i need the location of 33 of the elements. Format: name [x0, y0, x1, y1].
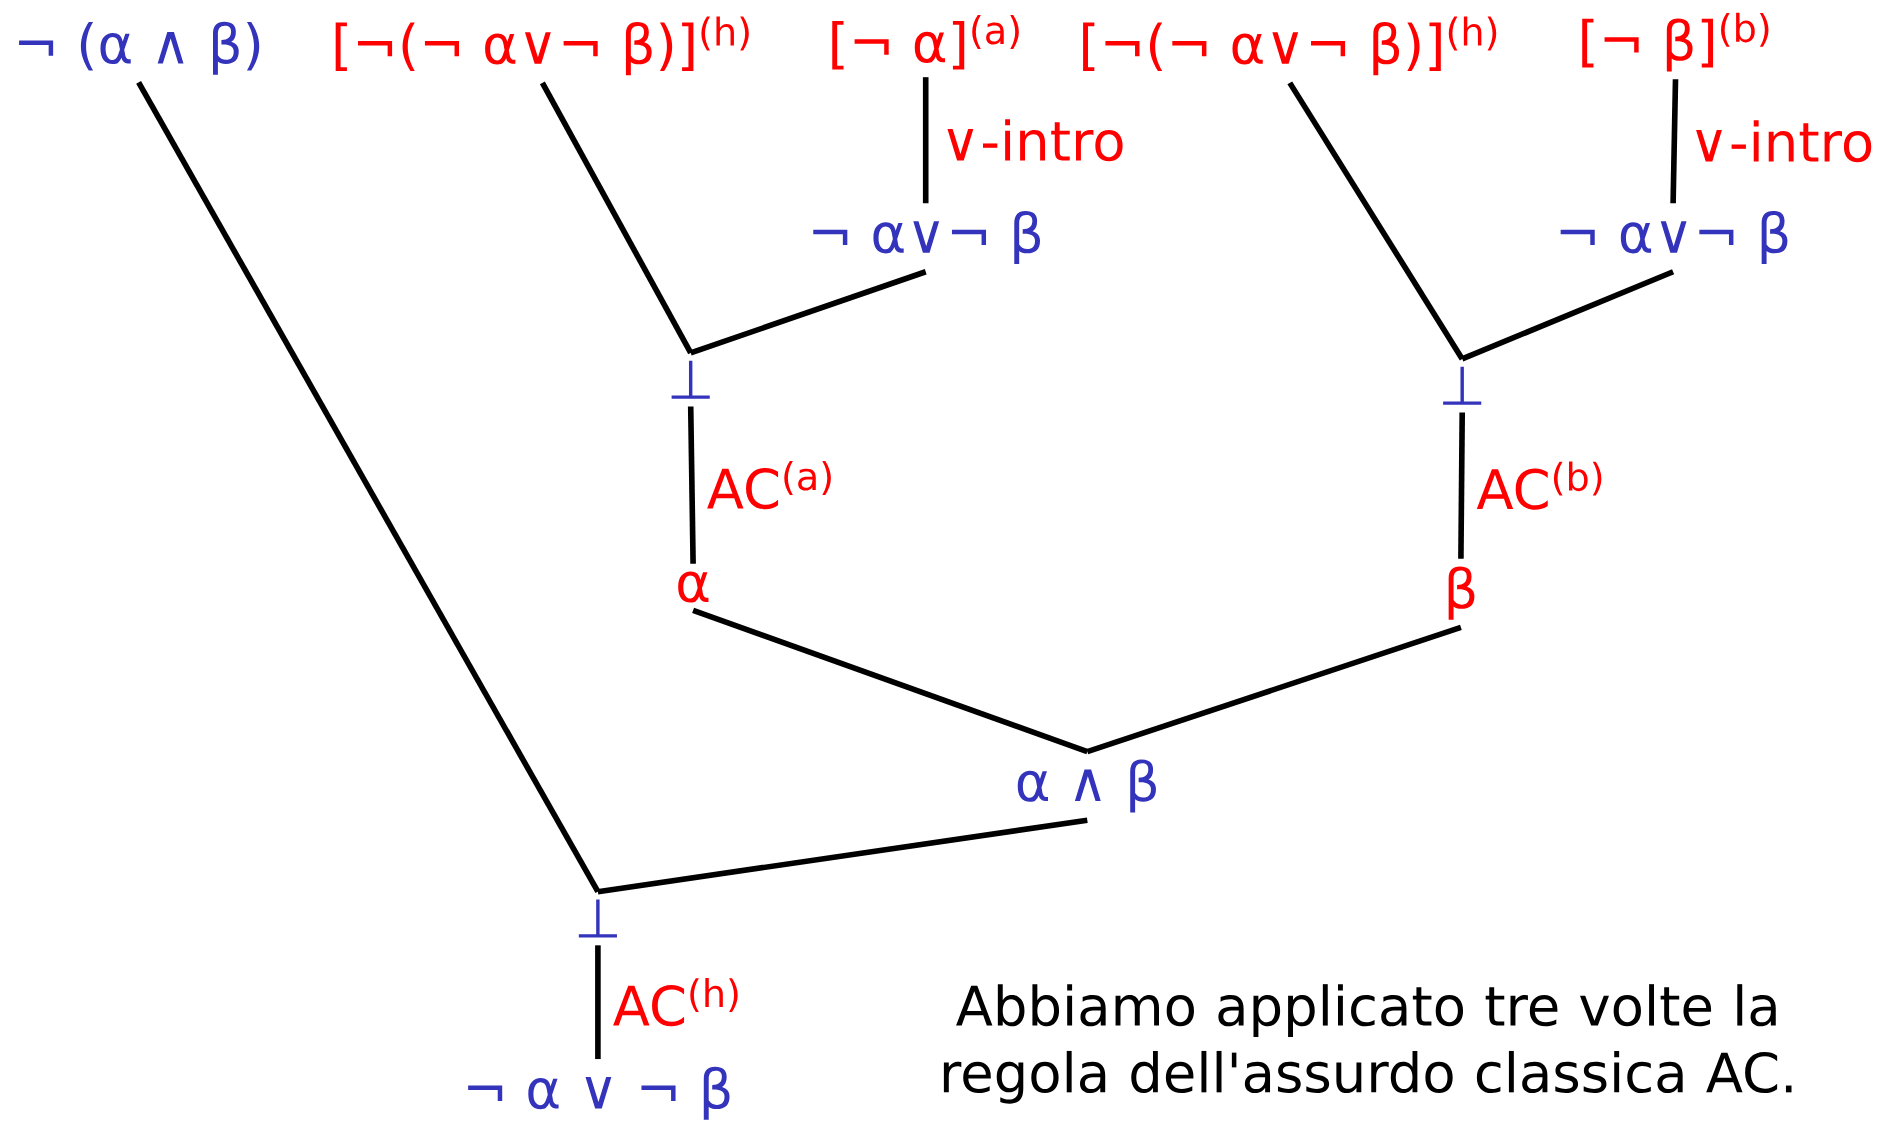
formula: β [1448, 566, 1475, 620]
formula: ¬ α∨¬ β [813, 211, 1040, 265]
inference-line [1287, 81, 1465, 361]
inference-line [1670, 79, 1679, 204]
inference-line [1461, 269, 1675, 362]
inference-line [595, 945, 601, 1060]
formula: [¬ α]$^{(a)}$ [832, 14, 1019, 70]
rule-label: ∨-intro [1696, 120, 1872, 163]
formula: [¬ β]$^{(b)}$ [1582, 12, 1769, 72]
inference-line [1086, 624, 1462, 755]
inference-line [136, 81, 601, 894]
formula: ⊥ [1443, 366, 1482, 405]
formula: ¬ α∨¬ β [1560, 211, 1788, 265]
rule-label: AC$^{(a)}$ [707, 461, 831, 510]
inference-line [1458, 412, 1466, 559]
inference-line [692, 607, 1089, 755]
formula: ¬ α ∨ ¬ β [468, 1066, 730, 1120]
formula: ⊥ [578, 899, 617, 938]
rule-label: ∨-intro [947, 119, 1123, 162]
rule-label: AC$^{(b)}$ [1476, 461, 1602, 510]
inference-line [597, 817, 1088, 895]
rule-label: AC$^{(h)}$ [613, 978, 738, 1027]
inference-line [689, 269, 927, 356]
formula: [¬(¬ α∨¬ β)]$^{(h)}$ [335, 16, 749, 76]
inference-line [687, 406, 696, 564]
formula: ⊥ [671, 360, 710, 399]
caption: Abbiamo applicato tre volte la regola dell'assurdo classica AC. [943, 984, 1792, 1104]
inference-line [922, 77, 929, 204]
formula: α ∧ β [1017, 759, 1156, 813]
formula: ¬ (α ∧ β) [19, 21, 260, 75]
formula: α [678, 571, 709, 603]
inference-line [539, 81, 694, 355]
formula: [¬(¬ α∨¬ β)]$^{(h)}$ [1083, 16, 1497, 76]
